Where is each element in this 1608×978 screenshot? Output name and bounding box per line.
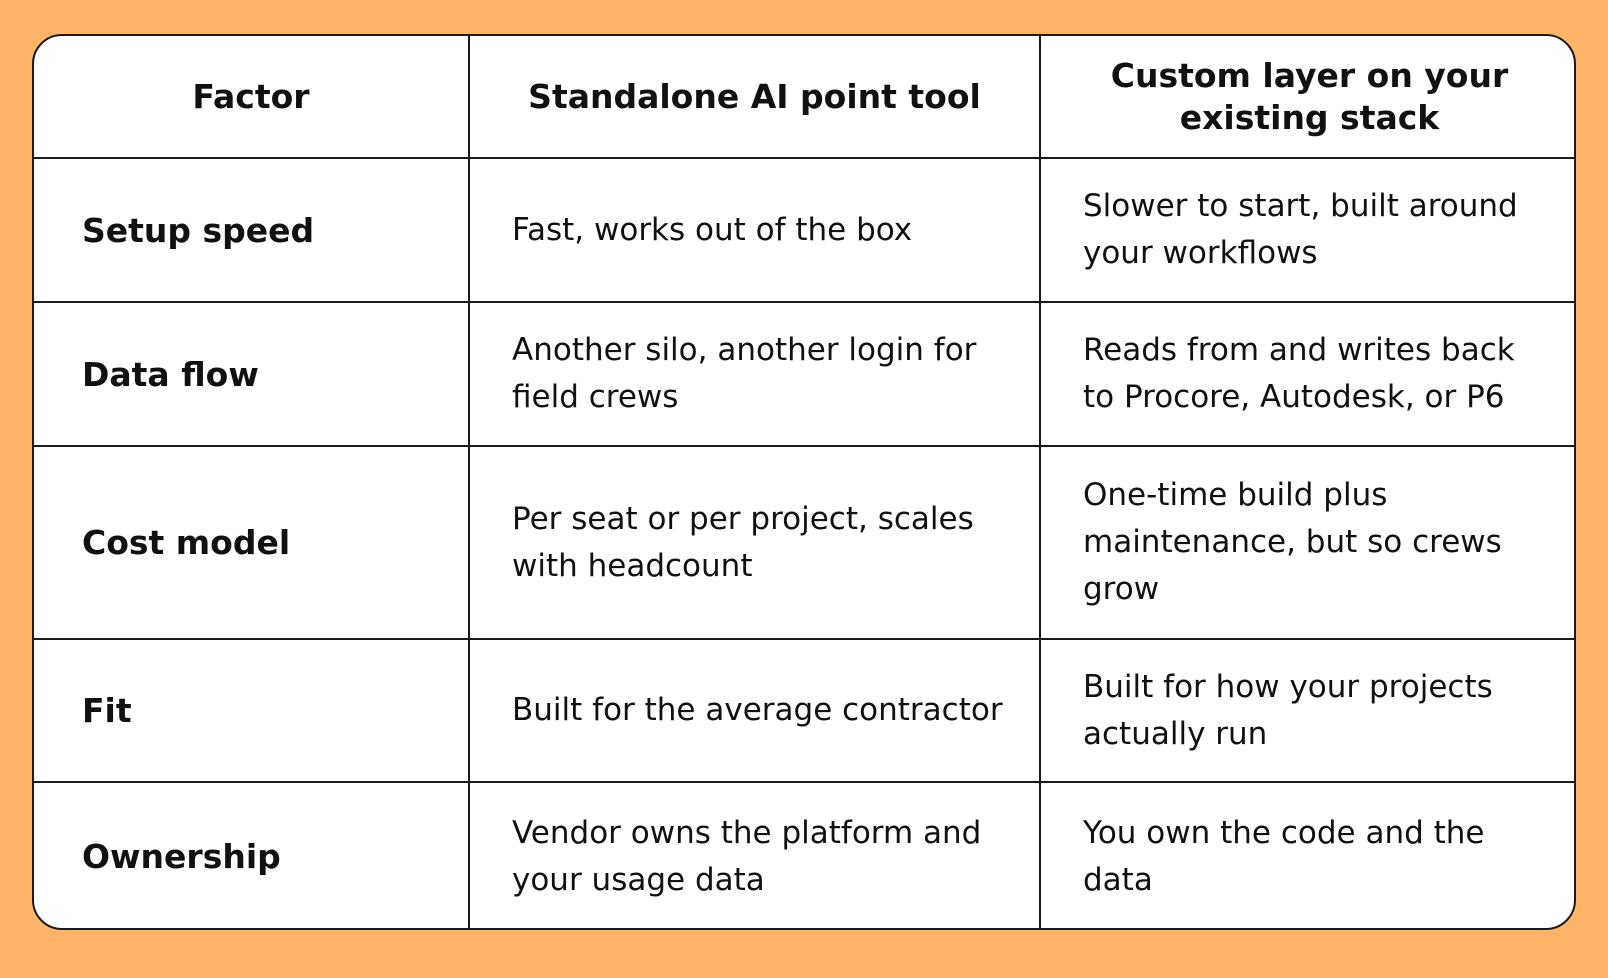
- standalone-cell: Fast, works out of the box: [468, 157, 1041, 303]
- header-custom-layer: Custom layer on your existing stack: [1039, 36, 1574, 159]
- standalone-cell: Vendor owns the platform and your usage …: [468, 781, 1041, 928]
- table-row: Ownership Vendor owns the platform and y…: [34, 781, 1574, 928]
- custom-cell: Built for how your projects actually run: [1039, 638, 1574, 783]
- table-row: Cost model Per seat or per project, scal…: [34, 445, 1574, 640]
- comparison-card: Factor Standalone AI point tool Custom l…: [32, 34, 1576, 930]
- custom-cell: You own the code and the data: [1039, 781, 1574, 928]
- header-factor: Factor: [34, 36, 470, 159]
- factor-cell: Ownership: [34, 781, 470, 928]
- factor-cell: Fit: [34, 638, 470, 783]
- table-row: Fit Built for the average contractor Bui…: [34, 638, 1574, 783]
- standalone-cell: Another silo, another login for field cr…: [468, 301, 1041, 447]
- custom-cell: Slower to start, built around your workf…: [1039, 157, 1574, 303]
- header-standalone-tool: Standalone AI point tool: [468, 36, 1041, 159]
- standalone-cell: Per seat or per project, scales with hea…: [468, 445, 1041, 640]
- standalone-cell: Built for the average contractor: [468, 638, 1041, 783]
- factor-cell: Cost model: [34, 445, 470, 640]
- factor-cell: Data flow: [34, 301, 470, 447]
- factor-cell: Setup speed: [34, 157, 470, 303]
- custom-cell: Reads from and writes back to Procore, A…: [1039, 301, 1574, 447]
- comparison-table: Factor Standalone AI point tool Custom l…: [34, 36, 1574, 928]
- table-row: Data flow Another silo, another login fo…: [34, 301, 1574, 447]
- custom-cell: One-time build plus maintenance, but so …: [1039, 445, 1574, 640]
- table-row: Setup speed Fast, works out of the box S…: [34, 157, 1574, 303]
- table-header-row: Factor Standalone AI point tool Custom l…: [34, 36, 1574, 159]
